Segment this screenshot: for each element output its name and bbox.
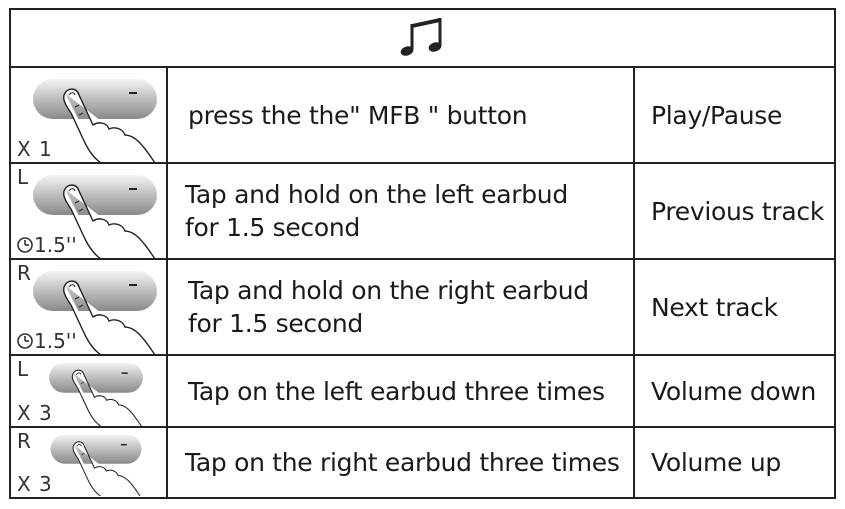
gesture-cell: R X 3 bbox=[11, 428, 168, 497]
earbud-touch-icon bbox=[33, 175, 157, 258]
gesture-cell: R 1.5'' bbox=[11, 260, 168, 354]
clock-icon bbox=[17, 333, 33, 349]
clock-icon bbox=[17, 237, 33, 253]
action-cell: Tap and hold on the left earbud for 1.5 … bbox=[168, 164, 635, 258]
result-cell: Previous track bbox=[651, 196, 825, 226]
press-count-label: X 3 bbox=[17, 401, 53, 425]
table-header bbox=[11, 10, 834, 68]
action-cell: Tap on the left earbud three times bbox=[168, 356, 635, 426]
earbud-touch-icon bbox=[49, 362, 143, 426]
table-row: X 1 press the the" MFB " button Play/Pau… bbox=[11, 68, 834, 164]
gesture-cell: L 1.5'' bbox=[11, 164, 168, 258]
table-row: L 1.5'' Tap and hold on the left earbud … bbox=[11, 164, 834, 260]
side-label: L bbox=[17, 357, 29, 381]
result-cell: Volume up bbox=[651, 448, 781, 477]
table-row: L X 3 Tap on the left earbud three times… bbox=[11, 356, 834, 428]
gesture-cell: X 1 bbox=[11, 68, 168, 162]
press-count-label: X 3 bbox=[17, 472, 53, 496]
table-row: R 1.5'' Tap and hold on the right earbud… bbox=[11, 260, 834, 356]
action-cell: Tap on the right earbud three times bbox=[168, 428, 635, 497]
controls-table: X 1 press the the" MFB " button Play/Pau… bbox=[9, 8, 836, 499]
earbud-touch-icon bbox=[33, 79, 157, 162]
side-label: L bbox=[17, 165, 29, 189]
gesture-cell: L X 3 bbox=[11, 356, 168, 426]
duration-value: 1.5'' bbox=[34, 233, 77, 257]
earbud-touch-icon bbox=[50, 434, 142, 496]
result-cell: Play/Pause bbox=[651, 100, 783, 130]
table-row: R X 3 Tap on the right earbud three time… bbox=[11, 428, 834, 497]
action-cell: press the the" MFB " button bbox=[168, 68, 635, 162]
music-note-icon bbox=[400, 18, 441, 56]
result-cell: Volume down bbox=[651, 376, 817, 406]
duration-label: 1.5'' bbox=[16, 233, 77, 257]
earbud-touch-icon bbox=[33, 271, 157, 354]
side-label: R bbox=[17, 429, 31, 453]
duration-label: 1.5'' bbox=[16, 329, 77, 353]
press-count-label: X 1 bbox=[17, 137, 53, 161]
side-label: R bbox=[17, 261, 31, 285]
duration-value: 1.5'' bbox=[34, 329, 77, 353]
result-cell: Next track bbox=[651, 292, 778, 322]
action-cell: Tap and hold on the right earbud for 1.5… bbox=[168, 260, 635, 354]
